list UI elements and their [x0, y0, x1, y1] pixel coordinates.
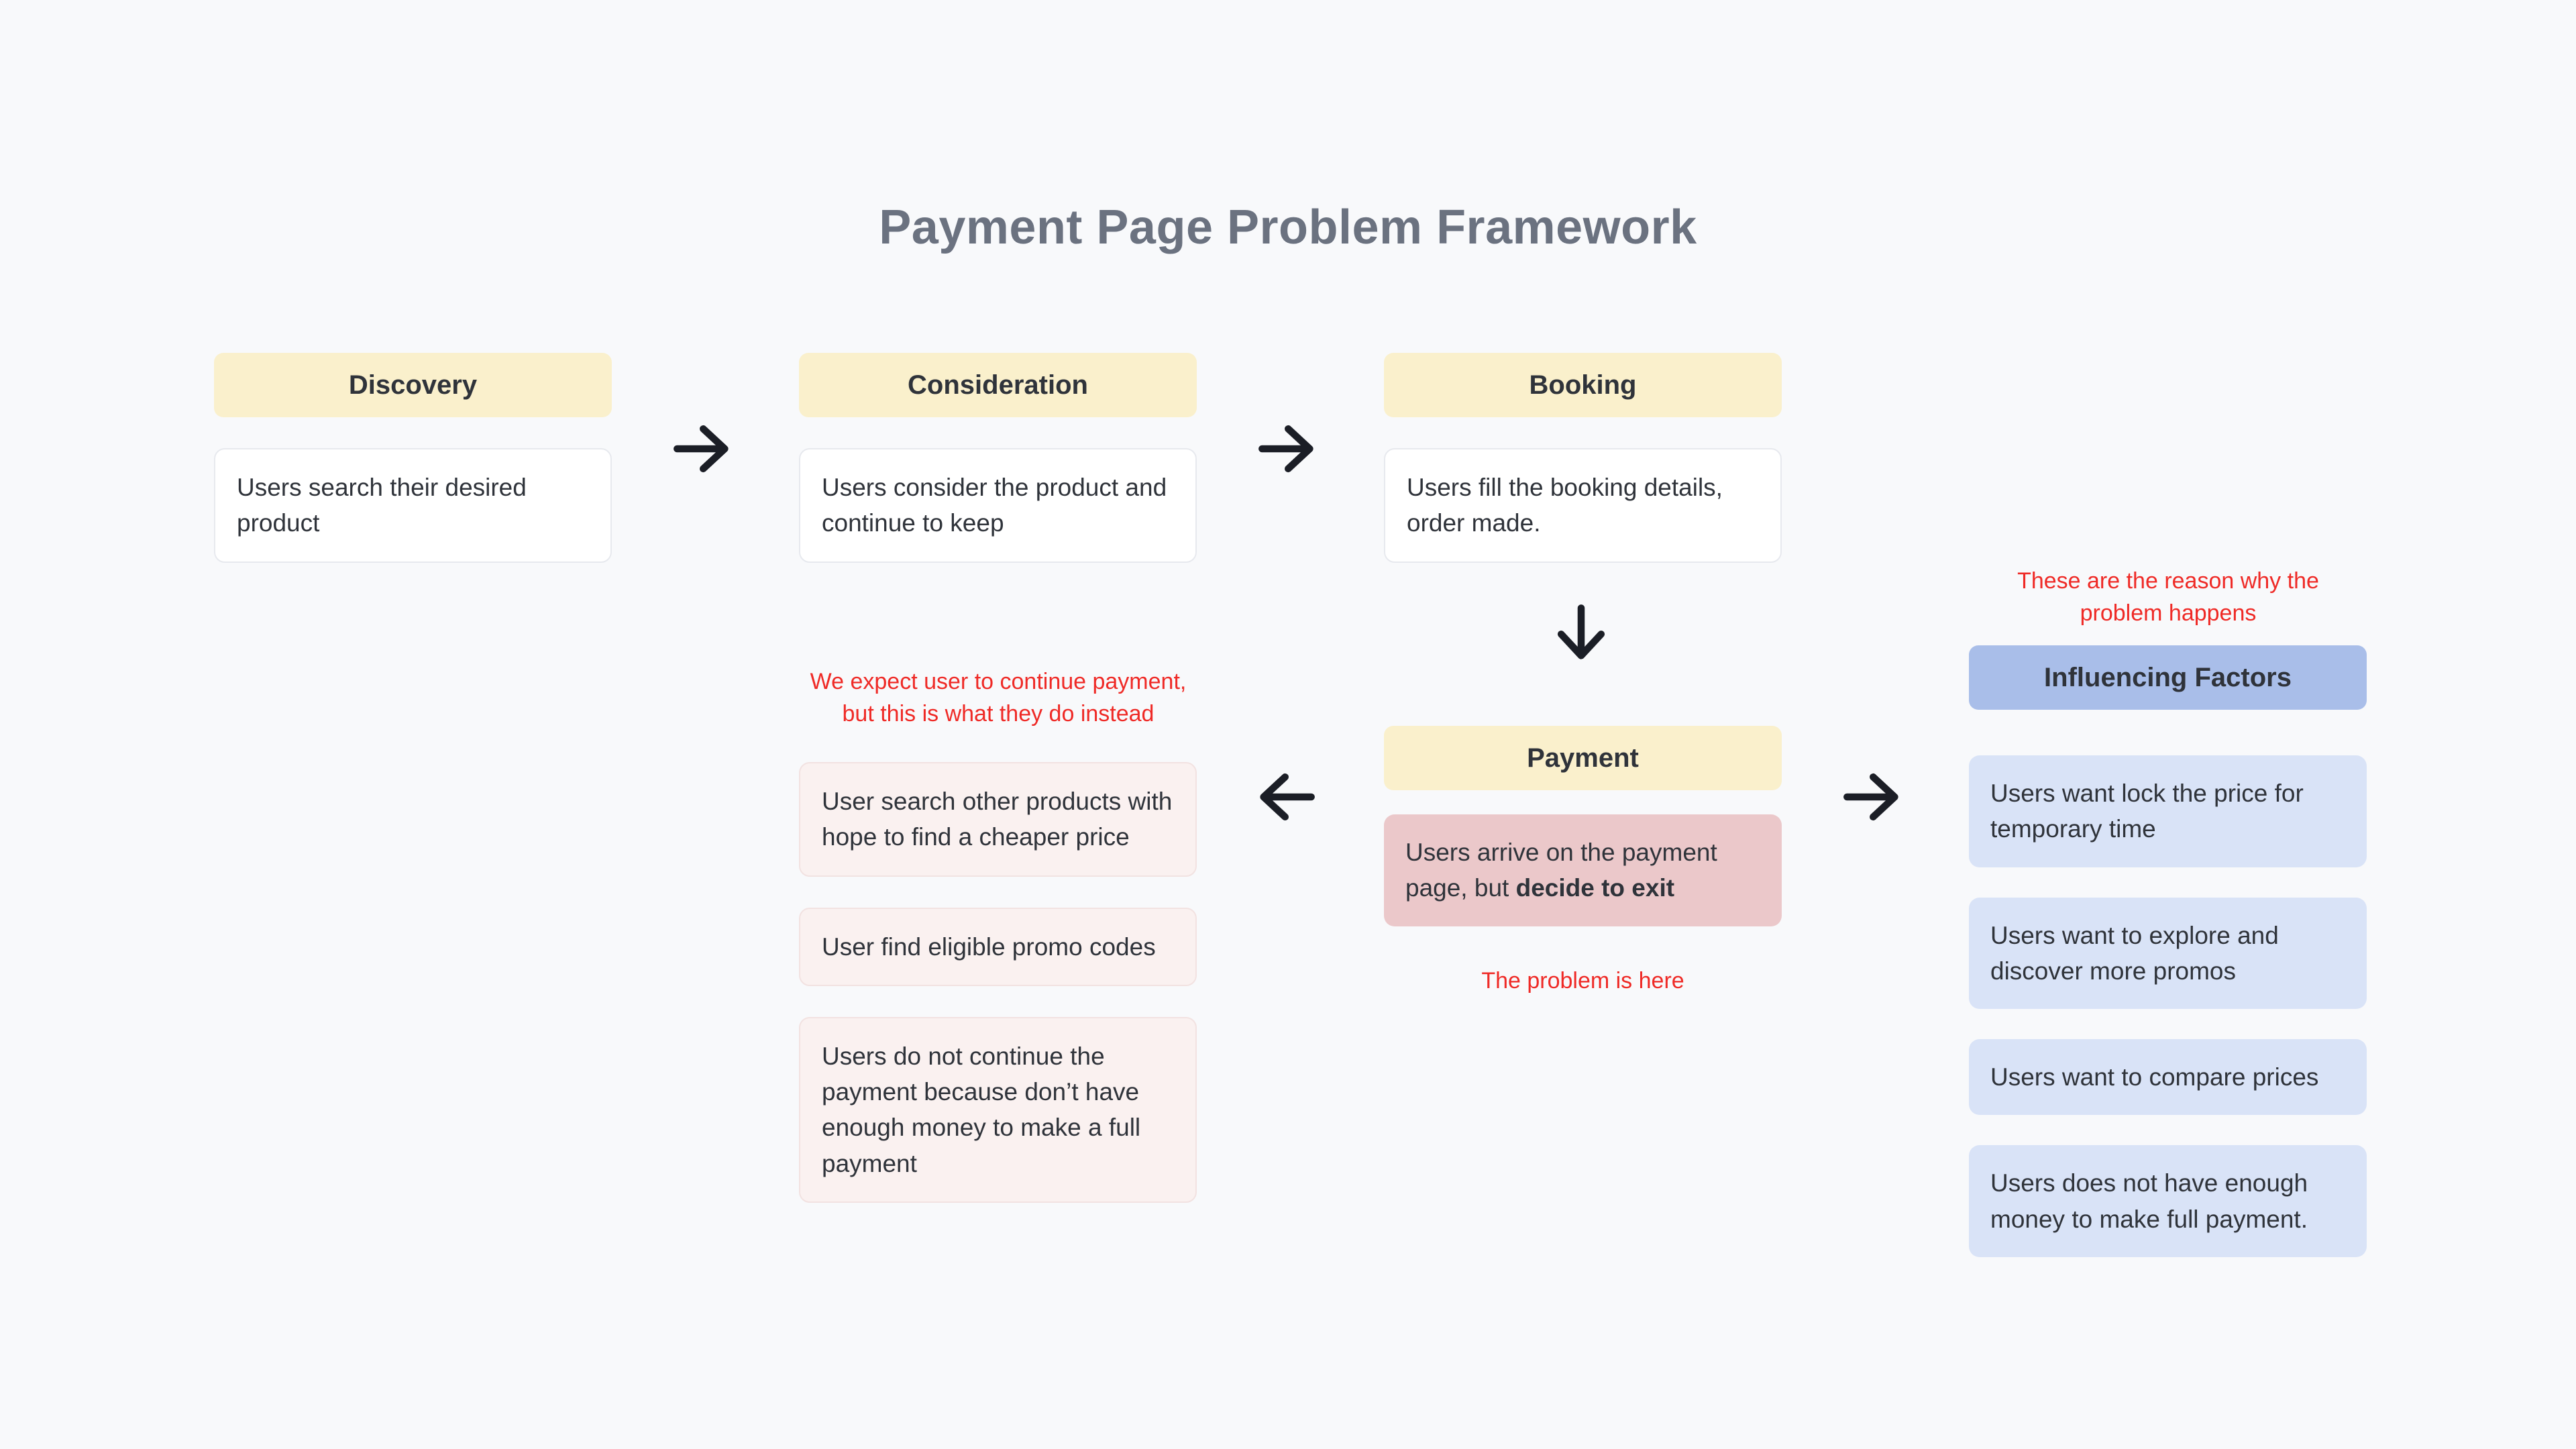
arrow-right-icon [1250, 412, 1324, 486]
stage-card-booking: Users fill the booking details, order ma… [1384, 448, 1782, 563]
page-title: Payment Page Problem Framework [879, 201, 1697, 254]
problem-note: The problem is here [1481, 968, 1684, 994]
factor-card: Users does not have enough money to make… [1969, 1145, 2367, 1257]
payment-problem-text: Users arrive on the payment page, but [1405, 839, 1717, 902]
factor-card: Users want to explore and discover more … [1969, 897, 2367, 1010]
deviation-card-stack: User search other products with hope to … [799, 762, 1197, 1203]
influencing-note: These are the reason why the problem hap… [2017, 568, 2319, 627]
stage-card-discovery: Users search their desired product [214, 448, 612, 563]
payment-problem-emphasis: decide to exit [1515, 874, 1675, 902]
deviation-card: User search other products with hope to … [799, 762, 1197, 877]
deviation-card: Users do not continue the payment becaus… [799, 1016, 1197, 1203]
arrow-right-icon [665, 412, 739, 486]
influencing-factors-header: Influencing Factors [1969, 645, 2367, 710]
deviation-note: We expect user to continue payment, but … [810, 669, 1187, 727]
payment-problem-card: Users arrive on the payment page, but de… [1384, 814, 1782, 926]
arrow-left-icon [1250, 760, 1324, 834]
factor-card-stack: Users want lock the price for temporary … [1969, 755, 2367, 1257]
factor-card: Users want to compare prices [1969, 1039, 2367, 1116]
arrow-right-icon [1835, 760, 1909, 834]
stage-header-consideration: Consideration [799, 353, 1197, 417]
stage-header-discovery: Discovery [214, 353, 612, 417]
stage-header-payment: Payment [1384, 726, 1782, 790]
arrow-down-icon [1544, 596, 1618, 669]
stage-card-consideration: Users consider the product and continue … [799, 448, 1197, 563]
factor-card: Users want lock the price for temporary … [1969, 755, 2367, 867]
deviation-card: User find eligible promo codes [799, 907, 1197, 986]
stage-header-booking: Booking [1384, 353, 1782, 417]
